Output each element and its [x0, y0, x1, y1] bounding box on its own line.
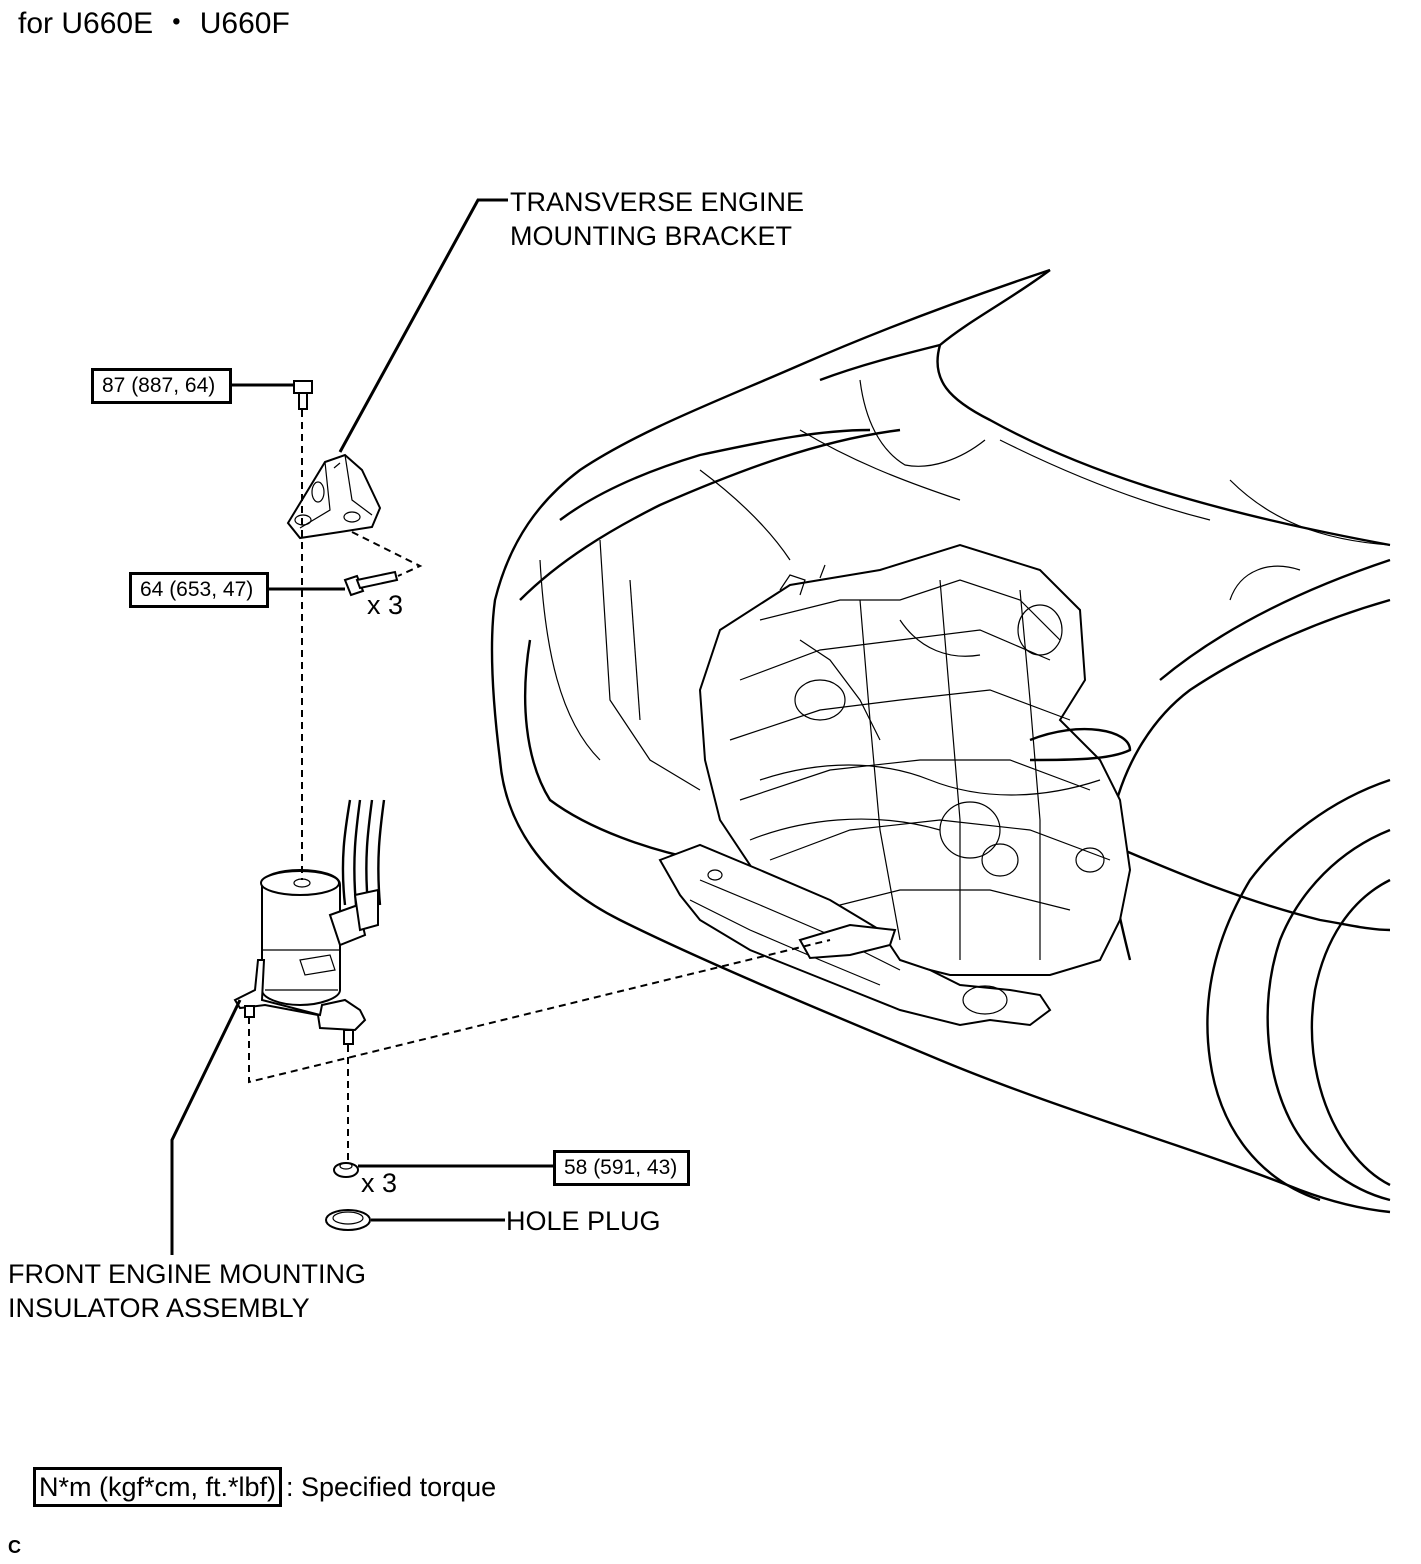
torque-spec-side-bolts: 64 (653, 47)	[129, 572, 269, 608]
bracket-label-line1: TRANSVERSE ENGINE	[510, 187, 805, 217]
hole-plug-label: HOLE PLUG	[506, 1206, 661, 1236]
insulator-label-line1: FRONT ENGINE MOUNTING	[8, 1259, 367, 1289]
leader-lines	[170, 198, 553, 1255]
alignment-dashes	[248, 410, 831, 1162]
front-engine-mounting-insulator	[233, 799, 386, 1045]
insulator-label-line2: INSULATOR ASSEMBLY	[8, 1293, 310, 1323]
nuts-quantity: x 3	[361, 1168, 398, 1198]
side-bolts-quantity: x 3	[367, 590, 404, 620]
torque-spec-top-bolt: 87 (887, 64)	[91, 368, 232, 404]
engine-assembly	[698, 543, 1132, 976]
bracket-side-bolt	[343, 570, 399, 597]
page-title: for U660E ・ U660F	[18, 7, 290, 40]
bracket-label-line2: MOUNTING BRACKET	[510, 221, 793, 251]
legend-key-box: N*m (kgf*cm, ft.*lbf)	[33, 1467, 283, 1507]
bracket-top-bolt	[293, 380, 313, 410]
insulator-nut	[333, 1162, 359, 1178]
front-subframe	[658, 843, 1052, 1027]
transverse-engine-mounting-bracket	[286, 453, 382, 540]
hole-plug	[325, 1209, 371, 1231]
vehicle-body-outline	[490, 268, 1391, 1214]
legend-description: : Specified torque	[286, 1472, 497, 1502]
torque-spec-nuts: 58 (591, 43)	[553, 1150, 690, 1186]
figure-code: C	[8, 1537, 21, 1557]
